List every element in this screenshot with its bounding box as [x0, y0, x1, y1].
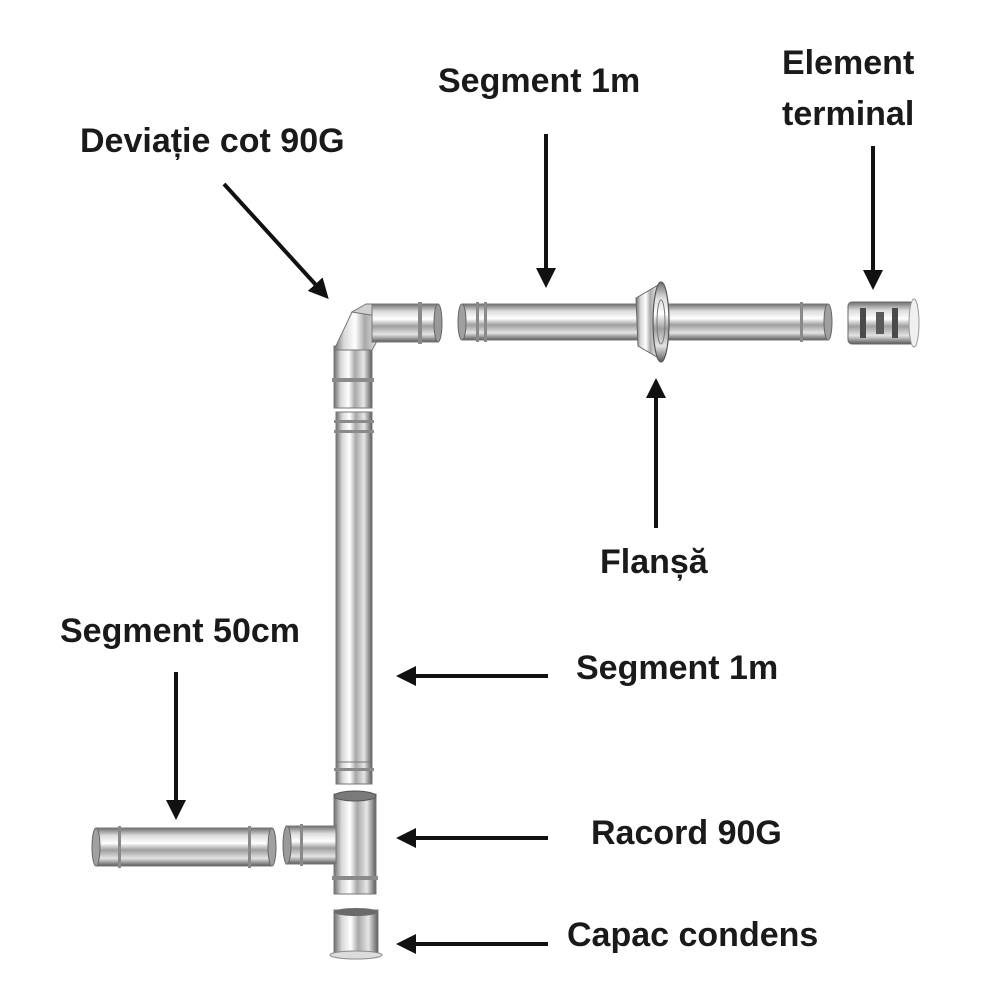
label-terminal-element-line2: terminal: [782, 95, 915, 133]
label-flange: Flanșă: [600, 543, 708, 581]
label-segment-50cm: Segment 50cm: [60, 612, 300, 650]
arrow-elbow: [222, 182, 329, 299]
elbow-90-part: [332, 302, 443, 409]
condensate-cap-part: [329, 908, 383, 960]
vertical-segment-1m-part: [334, 411, 374, 785]
segment-50cm-part: [91, 826, 277, 868]
label-segment-1m-mid: Segment 1m: [576, 649, 779, 687]
label-terminal-element: Element terminal: [782, 38, 914, 140]
label-condensate-cap: Capac condens: [567, 916, 819, 954]
flange-part: [635, 281, 670, 363]
tee-90-part: [282, 790, 378, 895]
label-tee-90: Racord 90G: [591, 814, 782, 852]
label-elbow-90: Deviație cot 90G: [80, 122, 345, 160]
label-segment-1m-top: Segment 1m: [438, 62, 641, 100]
label-terminal-element-line1: Element: [782, 44, 915, 82]
terminal-element-part: [847, 298, 920, 348]
